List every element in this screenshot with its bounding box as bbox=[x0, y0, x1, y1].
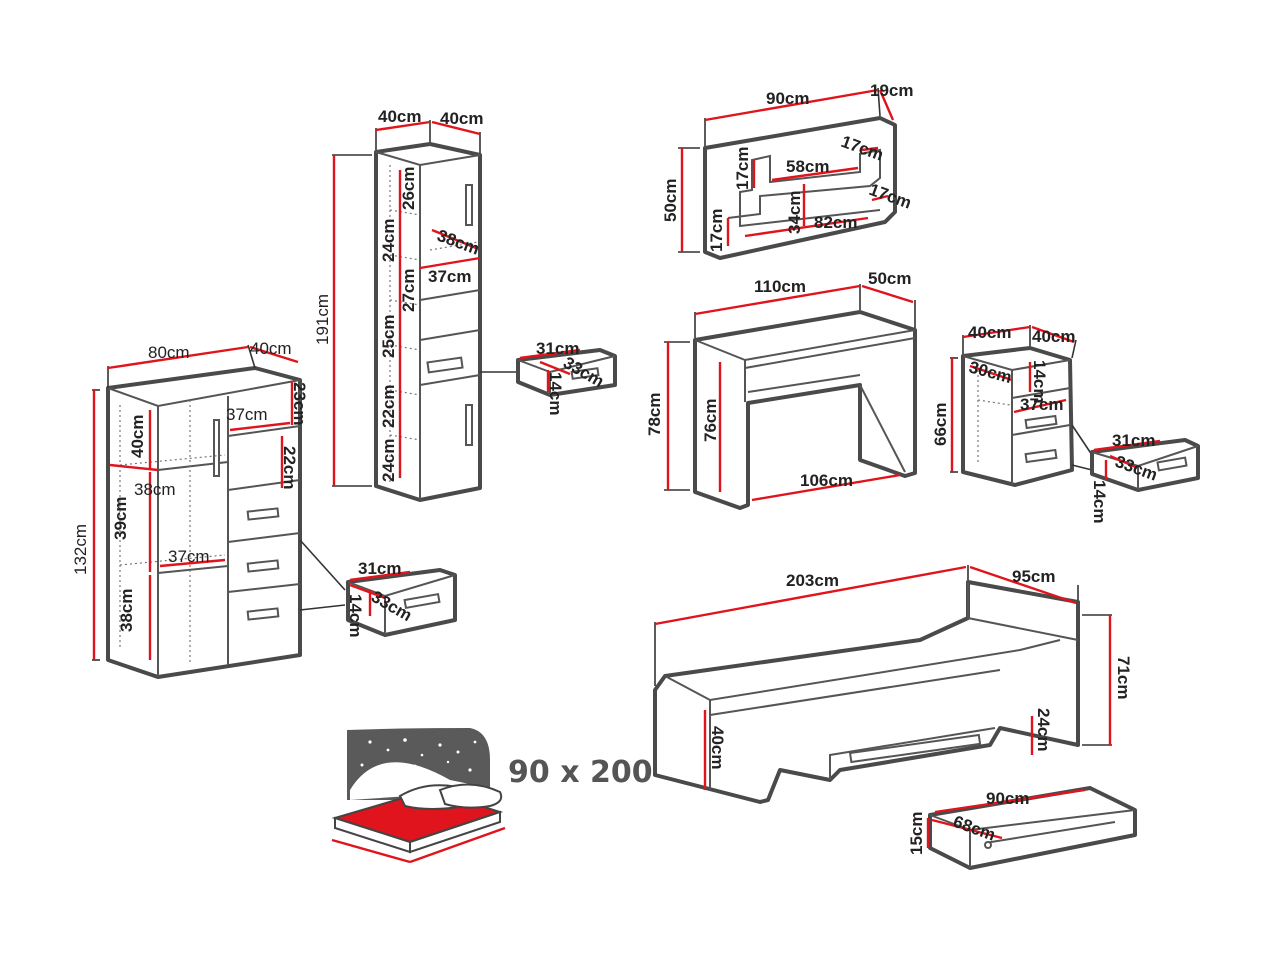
bed: 203cm 95cm 71cm 40cm 24cm 90cm 68cm 15cm bbox=[653, 565, 1137, 870]
shelf-lower-width-label: 82cm bbox=[814, 213, 857, 232]
shelf-upper-height-label: 17cm bbox=[733, 147, 752, 190]
shelf-upper-width-label: 58cm bbox=[786, 157, 829, 176]
wardrobe-depth-label: 40cm bbox=[250, 339, 292, 358]
bookcase-s2-label: 24cm bbox=[379, 219, 398, 262]
cabinet-inner-depth-label: 37cm bbox=[1020, 395, 1063, 414]
desk-height-label: 78cm bbox=[645, 393, 664, 436]
cabinet-drawer-height-label: 14cm bbox=[1090, 480, 1109, 523]
cabinet-drawer bbox=[1090, 438, 1200, 492]
bookcase-s6-label: 24cm bbox=[379, 439, 398, 482]
wardrobe-shelf-bottom-label: 38cm bbox=[117, 589, 136, 632]
wardrobe-inner-width-label: 38cm bbox=[134, 480, 176, 499]
wall-shelf: 90cm 19cm 50cm 17cm 58cm 17cm 34cm 82cm … bbox=[661, 81, 914, 260]
wardrobe-height-label: 132cm bbox=[71, 524, 90, 575]
bed-width-label: 95cm bbox=[1012, 567, 1055, 586]
cabinet-width-label: 40cm bbox=[968, 323, 1011, 342]
bed-drawer-clear-label: 24cm bbox=[1034, 708, 1053, 751]
bed-drawer-height-label: 15cm bbox=[907, 812, 926, 855]
shelf-depth-label: 19cm bbox=[870, 81, 913, 100]
bookcase: 40cm 40cm 191cm 26cm 24cm 38cm 37cm 27cm… bbox=[313, 107, 617, 502]
bookcase-drawer bbox=[516, 348, 617, 397]
cabinet-height-label: 66cm bbox=[931, 403, 950, 446]
bookcase-s1-label: 26cm bbox=[399, 167, 418, 210]
desk: 110cm 50cm 78cm 76cm 106cm bbox=[645, 269, 917, 510]
shelf-height-label: 50cm bbox=[661, 179, 680, 222]
wardrobe-top-compartment-label: 23cm bbox=[290, 382, 309, 425]
desk-leg-clearance-label: 76cm bbox=[701, 399, 720, 442]
wardrobe: 80cm 40cm 132cm 40cm 39cm 38cm 38cm 37cm… bbox=[71, 339, 457, 679]
bed-drawer bbox=[926, 786, 1137, 870]
mattress-icon bbox=[331, 728, 506, 864]
cabinet-depth-label: 40cm bbox=[1032, 327, 1075, 346]
bookcase-depth-label: 40cm bbox=[440, 109, 483, 128]
wardrobe-drawer-height-label: 14cm bbox=[346, 594, 365, 637]
shelf-vertical-label: 34cm bbox=[785, 191, 804, 234]
bed-head-height-label: 71cm bbox=[1114, 656, 1133, 699]
bookcase-width-label: 40cm bbox=[378, 107, 421, 126]
bookcase-inner-width-label: 37cm bbox=[428, 267, 471, 286]
cabinet-top-height-label: 14cm bbox=[1030, 360, 1049, 403]
bed-drawer-width-label: 90cm bbox=[986, 789, 1029, 808]
mattress-size-label: 90 x 200 bbox=[508, 755, 653, 790]
wardrobe-inner-depth-mid-label: 37cm bbox=[168, 547, 210, 566]
desk-width-label: 110cm bbox=[754, 277, 806, 296]
wardrobe-shelf-mid-label: 39cm bbox=[111, 497, 130, 540]
shelf-lower-height-label: 17cm bbox=[707, 209, 726, 252]
bookcase-s5-label: 22cm bbox=[379, 385, 398, 428]
wardrobe-niche-label: 22cm bbox=[280, 446, 299, 489]
bedside-cabinet: 40cm 40cm 66cm 30cm 14cm 37cm 31cm 33cm … bbox=[931, 323, 1200, 523]
bookcase-s4-label: 25cm bbox=[379, 315, 398, 358]
bookcase-drawer-width-label: 31cm bbox=[536, 339, 579, 358]
desk-depth-label: 50cm bbox=[868, 269, 911, 288]
wardrobe-shelf-top-label: 40cm bbox=[128, 415, 147, 458]
bookcase-height-label: 191cm bbox=[313, 294, 332, 345]
cabinet-drawer-width-label: 31cm bbox=[1112, 431, 1155, 450]
bookcase-drawer-height-label: 14cm bbox=[546, 372, 565, 415]
shelf-width-label: 90cm bbox=[766, 89, 809, 108]
wardrobe-drawer bbox=[346, 568, 457, 637]
wardrobe-drawer-width-label: 31cm bbox=[358, 559, 401, 578]
wardrobe-inner-depth-top-label: 37cm bbox=[226, 405, 268, 424]
bed-side-height-label: 40cm bbox=[708, 726, 727, 769]
bed-length-label: 203cm bbox=[786, 571, 839, 590]
bookcase-s3-label: 27cm bbox=[399, 269, 418, 312]
wardrobe-width-label: 80cm bbox=[148, 343, 190, 362]
desk-inner-width-label: 106cm bbox=[800, 471, 853, 490]
